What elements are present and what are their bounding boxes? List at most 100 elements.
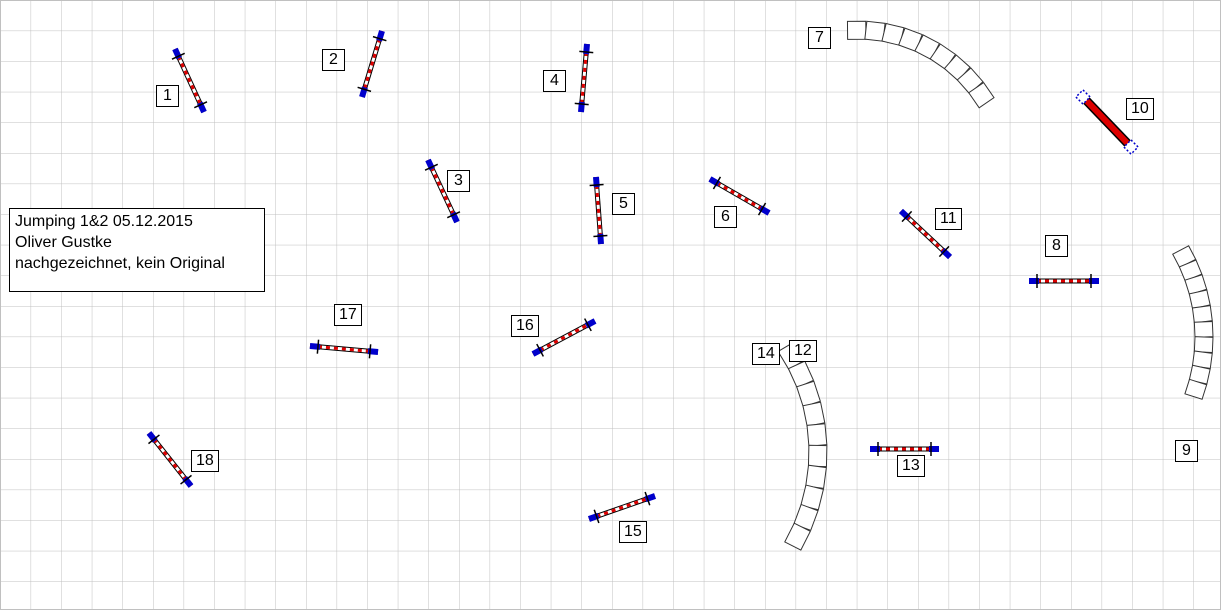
obstacle-label-14: 14 xyxy=(752,343,780,365)
standard-b xyxy=(193,101,208,109)
jump-18 xyxy=(146,431,194,488)
obstacle-label-18: 18 xyxy=(191,450,219,472)
barrier-segment xyxy=(806,423,828,447)
jump-13 xyxy=(870,442,939,456)
pole-red-stripes xyxy=(709,177,770,215)
standard-b xyxy=(938,245,950,258)
pole-red-stripes xyxy=(579,43,589,113)
barrier-segment xyxy=(784,522,811,551)
obstacle-label-12: 12 xyxy=(789,340,817,362)
jump-17 xyxy=(309,339,379,359)
barrier-segment xyxy=(800,484,825,511)
barrier-segment xyxy=(914,34,941,61)
standard-b xyxy=(446,211,461,219)
standard-b xyxy=(357,86,372,93)
barrier-segment xyxy=(805,464,827,489)
obstacle-label-9: 9 xyxy=(1175,440,1198,462)
barrier-segment xyxy=(787,360,815,389)
barrier-segment xyxy=(864,20,886,42)
barrier-segment xyxy=(1193,320,1214,338)
jump-15 xyxy=(588,491,656,524)
obstacle-label-11: 11 xyxy=(935,208,962,230)
jump-1 xyxy=(171,47,208,114)
obstacles-layer xyxy=(146,20,1214,551)
wall-post-b xyxy=(1122,138,1140,156)
pole-red-stripes xyxy=(594,176,603,245)
pole-red-stripes xyxy=(173,48,206,113)
obstacle-label-13: 13 xyxy=(897,455,925,477)
barrier-segment xyxy=(1178,259,1203,282)
barrier-segment xyxy=(1188,364,1211,385)
barrier-segment xyxy=(1184,378,1208,400)
standard-a xyxy=(148,434,160,445)
standard-b xyxy=(593,234,608,238)
standard-b xyxy=(574,102,589,106)
standard-a xyxy=(316,339,320,354)
barrier-segment xyxy=(1188,289,1211,310)
barrier-segment xyxy=(793,503,819,532)
standard-a xyxy=(579,50,594,54)
standard-a xyxy=(712,176,722,190)
barrier-segment xyxy=(881,22,905,46)
obstacle-label-15: 15 xyxy=(619,521,647,543)
obstacle-label-4: 4 xyxy=(543,70,566,92)
standard-a xyxy=(901,210,913,223)
course-info-box: Jumping 1&2 05.12.2015 Oliver Gustke nac… xyxy=(9,208,265,292)
barrier-segment xyxy=(898,27,923,53)
obstacle-label-16: 16 xyxy=(511,315,539,337)
obstacle-label-3: 3 xyxy=(447,170,470,192)
obstacle-label-2: 2 xyxy=(322,49,345,71)
pole-red-stripes xyxy=(360,30,384,98)
pole-red-stripes xyxy=(899,209,952,259)
standard-a xyxy=(589,183,604,187)
jump-11 xyxy=(898,208,953,260)
course-designer: Oliver Gustke xyxy=(15,234,112,251)
barrier-7 xyxy=(846,20,995,109)
obstacle-label-10: 10 xyxy=(1126,98,1154,120)
barrier-segment xyxy=(1191,350,1213,369)
pole-red-stripes xyxy=(426,159,459,223)
jump-4 xyxy=(574,43,594,113)
jump-16 xyxy=(531,318,597,357)
standard-a xyxy=(372,35,387,42)
obstacle-label-1: 1 xyxy=(156,85,179,107)
wall-fill xyxy=(1080,94,1134,150)
barrier-segment xyxy=(846,20,867,40)
standard-b xyxy=(180,474,192,485)
pole-red-stripes xyxy=(588,494,656,521)
wall-post-a xyxy=(1074,88,1092,106)
standard-a xyxy=(171,52,186,60)
obstacle-label-6: 6 xyxy=(714,206,737,228)
jump-5 xyxy=(589,176,608,245)
standard-b xyxy=(583,318,592,332)
barrier-9 xyxy=(1172,245,1214,400)
barrier-segment xyxy=(802,401,826,427)
standard-b xyxy=(757,202,767,216)
jump-6 xyxy=(708,176,771,216)
barrier-segment xyxy=(1193,336,1214,354)
standard-a xyxy=(593,509,600,524)
jump-8 xyxy=(1029,274,1099,288)
jump-3 xyxy=(424,158,461,224)
barrier-segment xyxy=(968,81,995,109)
barrier-segment xyxy=(807,444,828,468)
standard-a xyxy=(424,163,439,171)
pole-red-stripes xyxy=(532,319,596,356)
jump-2 xyxy=(357,30,387,98)
standard-b xyxy=(644,491,651,506)
obstacle-label-5: 5 xyxy=(612,193,635,215)
barrier-12-14 xyxy=(777,341,828,551)
obstacle-label-7: 7 xyxy=(808,27,831,49)
course-note: nachgezeichnet, kein Original xyxy=(15,255,225,272)
barrier-segment xyxy=(1184,274,1208,296)
standard-b xyxy=(368,344,372,359)
pole-red-stripes xyxy=(309,344,379,354)
pole-red-stripes xyxy=(147,432,193,487)
course-title: Jumping 1&2 05.12.2015 xyxy=(15,213,193,230)
obstacle-label-8: 8 xyxy=(1045,235,1068,257)
barrier-segment xyxy=(796,380,821,408)
jump-10-wall xyxy=(1074,88,1140,156)
obstacle-label-17: 17 xyxy=(334,304,362,326)
